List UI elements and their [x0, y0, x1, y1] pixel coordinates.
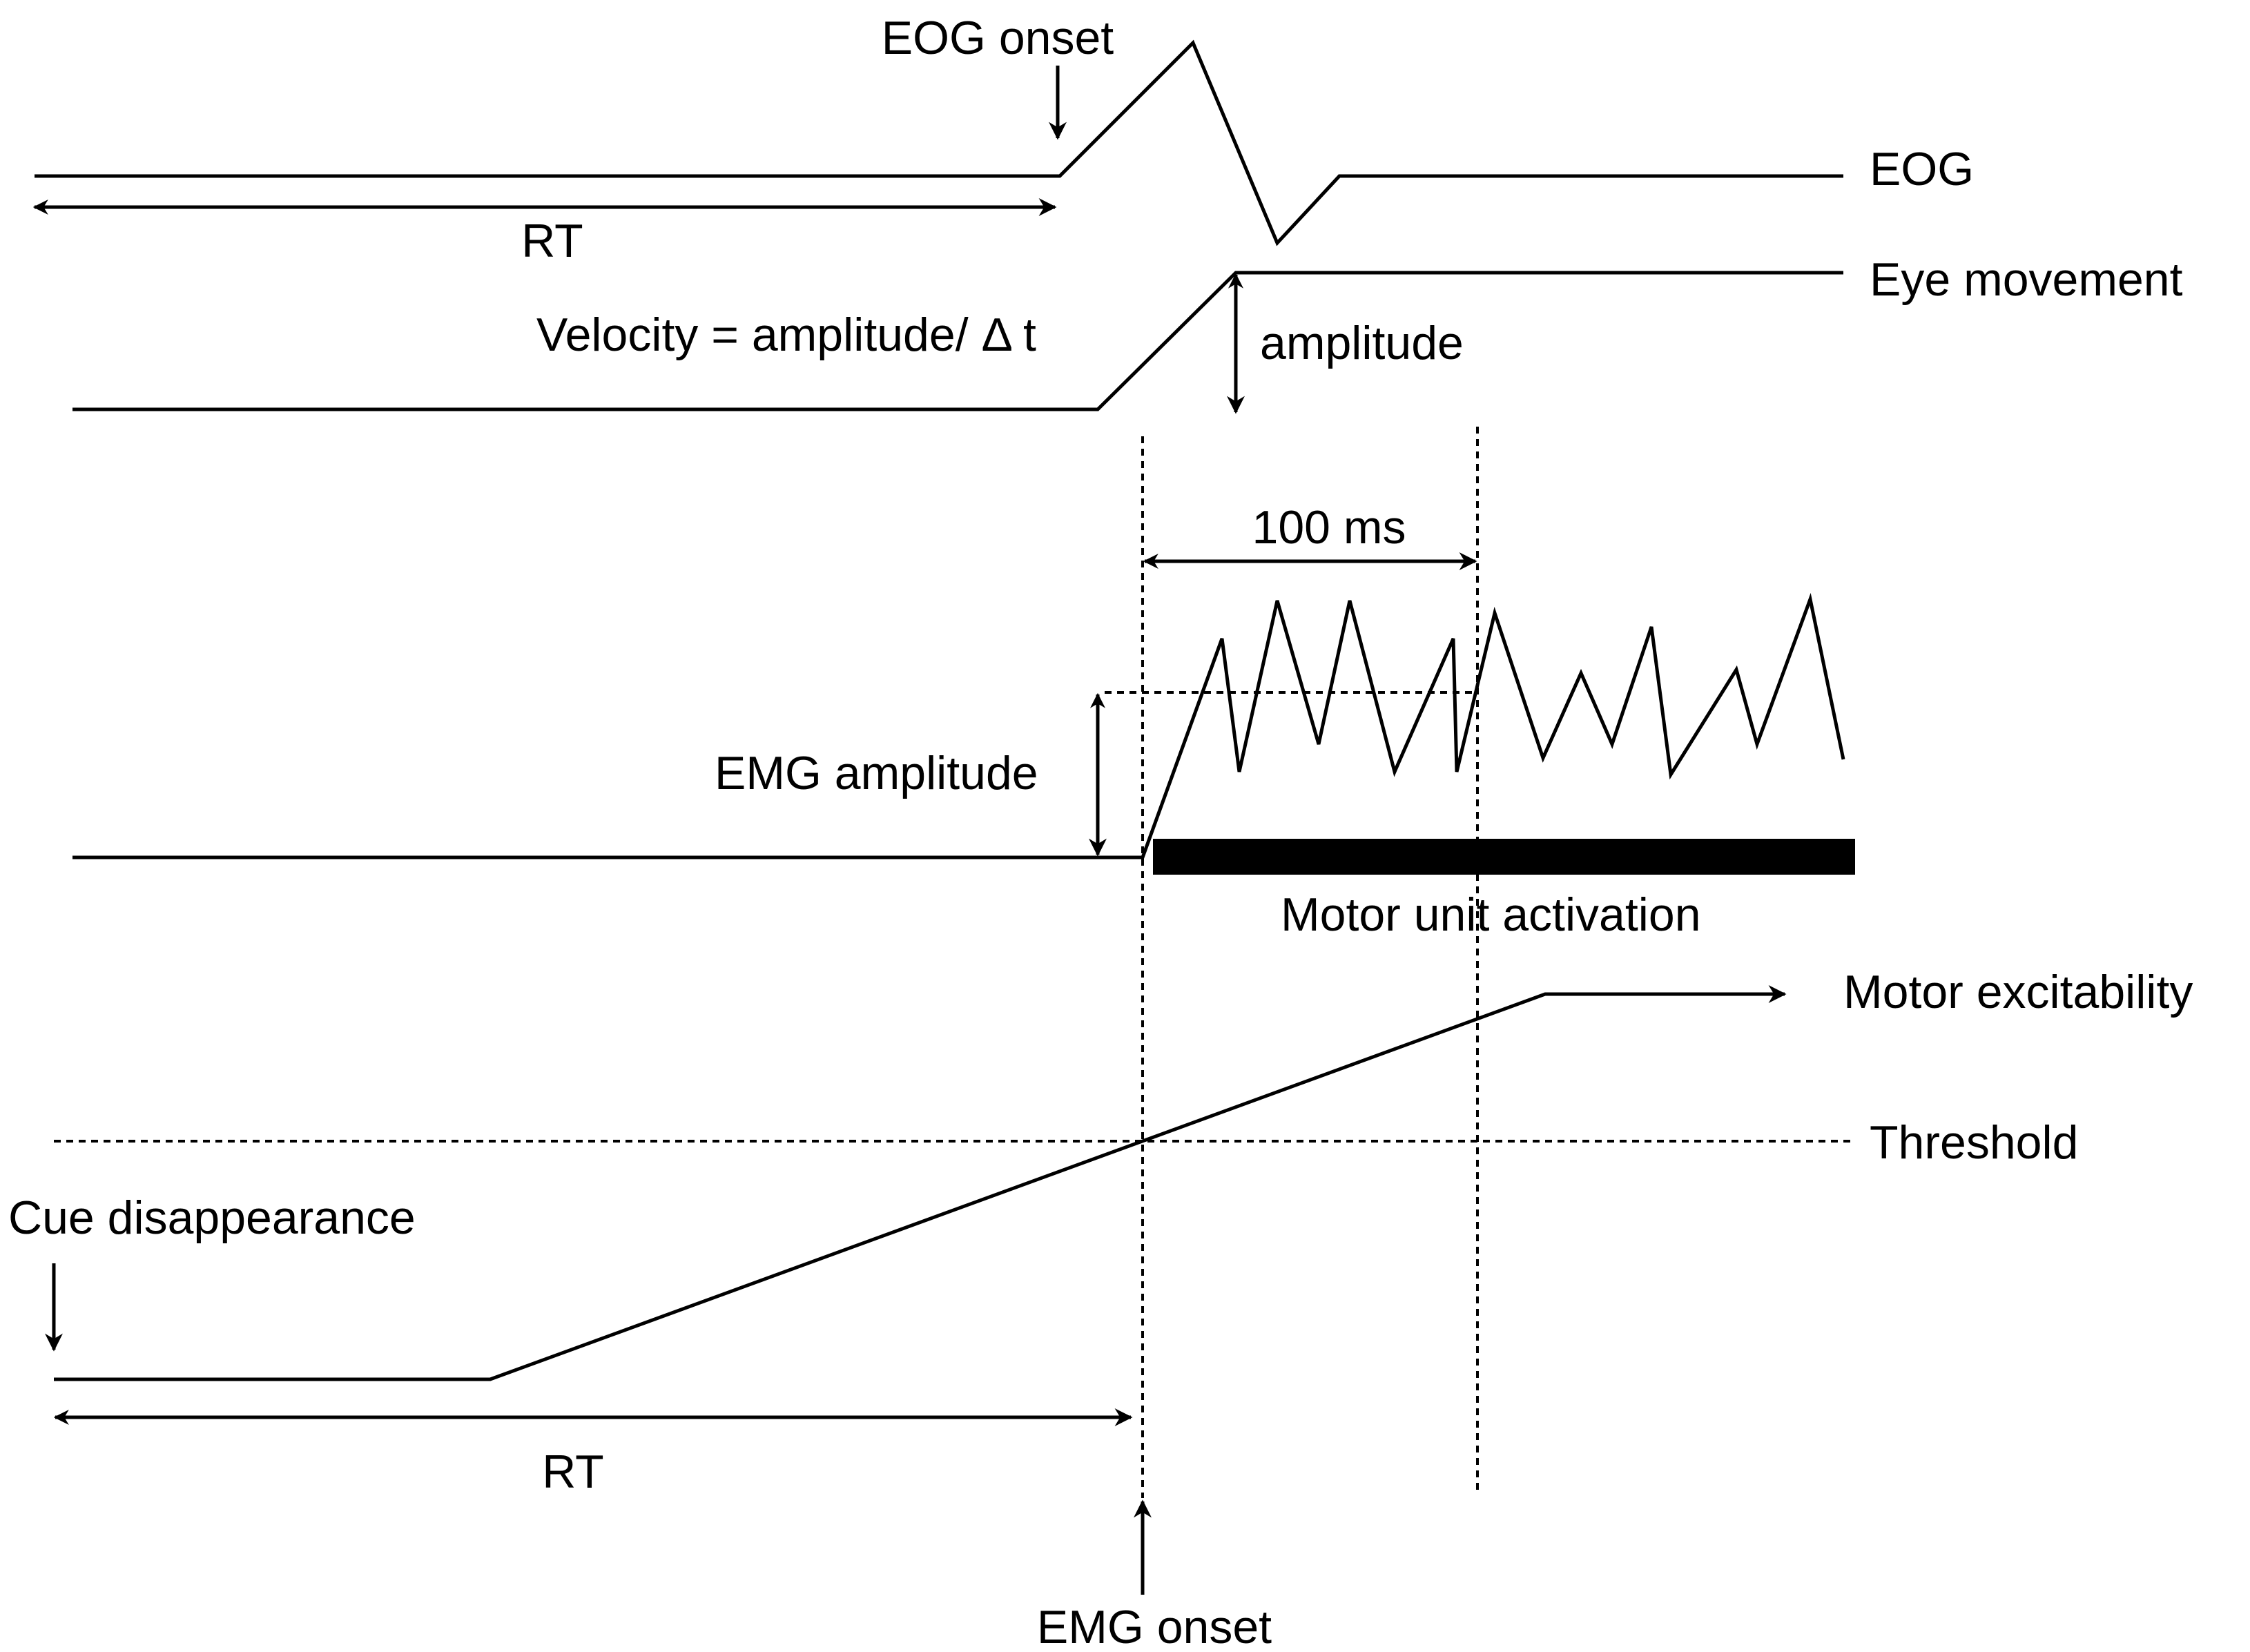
amplitude-label: amplitude [1260, 317, 1464, 369]
emg-trace [72, 592, 1845, 859]
motor-excitability-trace [54, 985, 1787, 1381]
cue-disappearance-label: Cue disappearance [8, 1192, 416, 1244]
motor-unit-activation-bar [1153, 839, 1855, 875]
eog-onset-label: EOG onset [882, 12, 1114, 64]
motor-excitability-label: Motor excitability [1843, 966, 2193, 1018]
velocity-label: Velocity = amplitude/ Δ t [536, 309, 1036, 361]
eog-label: EOG [1870, 143, 1974, 195]
eye-movement-trace [72, 271, 1843, 411]
rt-top-label: RT [521, 215, 583, 267]
eye-movement-label: Eye movement [1870, 253, 2183, 306]
emg-amplitude-label: EMG amplitude [715, 747, 1038, 799]
rt-bottom-label: RT [542, 1446, 603, 1498]
motor-unit-activation-label: Motor unit activation [1281, 888, 1701, 941]
eog-trace [35, 39, 1843, 246]
emg-onset-label: EMG onset [1037, 1601, 1272, 1652]
ms-100-label: 100 ms [1252, 501, 1406, 554]
threshold-label: Threshold [1870, 1116, 2078, 1169]
